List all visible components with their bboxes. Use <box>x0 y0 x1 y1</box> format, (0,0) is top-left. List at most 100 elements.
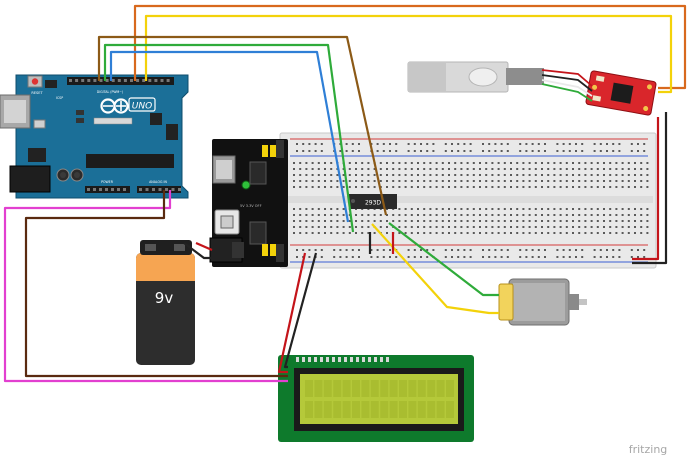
breadboard-hole <box>311 226 314 228</box>
breadboard-hole <box>448 186 450 188</box>
breadboard-hole <box>609 186 612 188</box>
breadboard-hole <box>441 168 444 170</box>
breadboard-hole <box>324 220 326 222</box>
breadboard-hole <box>469 143 472 145</box>
wire-blue <box>109 50 350 223</box>
breadboard-hole <box>404 226 407 228</box>
breadboard-hole <box>410 168 413 170</box>
header-pin <box>158 188 162 191</box>
breadboard-hole <box>454 186 457 188</box>
breadboard-hole <box>435 168 438 170</box>
header-pin <box>154 79 158 82</box>
breadboard-hole <box>460 180 463 182</box>
breadboard-hole <box>305 208 308 210</box>
breadboard-hole <box>299 232 302 234</box>
breadboard-hole <box>556 256 559 258</box>
breadboard-hole <box>541 180 543 182</box>
breadboard-hole <box>615 168 618 170</box>
breadboard-hole <box>373 232 376 234</box>
breadboard-hole <box>398 226 401 228</box>
breadboard-hole <box>578 162 581 164</box>
breadboard-hole <box>404 214 407 216</box>
breadboard-hole <box>472 180 475 182</box>
lcd-pin <box>326 357 329 362</box>
breadboard-hole <box>590 174 593 176</box>
header-pin <box>130 79 133 82</box>
breadboard-hole <box>485 232 488 234</box>
breadboard-hole <box>299 174 302 176</box>
breadboard-hole <box>293 232 295 234</box>
breadboard-hole <box>367 220 370 222</box>
breadboard-hole <box>510 168 512 170</box>
breadboard-hole <box>293 208 295 210</box>
breadboard-hole <box>503 162 506 164</box>
breadboard-hole <box>466 168 469 170</box>
breadboard-hole <box>615 232 618 234</box>
breadboard-hole <box>311 180 314 182</box>
breadboard-hole <box>534 220 537 222</box>
breadboard-hole <box>311 220 314 222</box>
breadboard-hole <box>444 249 447 251</box>
breadboard-hole <box>637 249 639 251</box>
header-pin <box>87 188 90 191</box>
wire-yellow-motor <box>371 223 499 315</box>
breadboard-hole <box>488 143 491 145</box>
breadboard-hole <box>516 232 519 234</box>
breadboard-hole <box>547 180 550 182</box>
breadboard-hole <box>572 180 574 182</box>
breadboard-hole <box>429 186 432 188</box>
breadboard-hole <box>441 232 444 234</box>
breadboard-hole <box>299 180 302 182</box>
breadboard-hole <box>534 214 537 216</box>
breadboard-hole <box>596 174 599 176</box>
breadboard-hole <box>519 249 522 251</box>
breadboard-hole <box>541 220 543 222</box>
breadboard-hole <box>302 143 305 145</box>
breadboard-hole <box>497 226 500 228</box>
breadboard-hole <box>317 208 320 210</box>
breadboard-hole <box>376 150 379 152</box>
breadboard-hole <box>603 168 605 170</box>
breadboard-hole <box>575 249 577 251</box>
breadboard-hole <box>590 232 593 234</box>
breadboard-hole <box>503 226 506 228</box>
breadboard-hole <box>358 249 360 251</box>
breadboard-hole <box>454 180 457 182</box>
breadboard-hole <box>488 150 491 152</box>
breadboard-hole <box>451 143 453 145</box>
breadboard-hole <box>578 168 581 170</box>
breadboard-hole <box>637 150 639 152</box>
lcd-char-cell <box>408 380 417 397</box>
breadboard-hole <box>386 232 388 234</box>
breadboard-hole <box>469 249 472 251</box>
breadboard-hole <box>454 220 457 222</box>
dc-motor <box>498 278 587 326</box>
breadboard-hole <box>541 232 543 234</box>
breadboard-hole <box>305 168 308 170</box>
breadboard-hole <box>609 226 612 228</box>
breadboard-hole <box>615 226 618 228</box>
breadboard-hole <box>460 226 463 228</box>
breadboard-hole <box>568 150 571 152</box>
breadboard-hole <box>646 186 649 188</box>
breadboard-hole <box>553 214 556 216</box>
breadboard-hole <box>528 214 531 216</box>
breadboard-hole <box>441 226 444 228</box>
breadboard-hole <box>386 226 388 228</box>
wire-green-loadcell <box>541 83 593 102</box>
breadboard-hole <box>494 150 497 152</box>
breadboard-hole <box>528 226 531 228</box>
breadboard-hole <box>441 214 444 216</box>
breadboard-hole <box>510 232 512 234</box>
breadboard-hole <box>630 150 633 152</box>
breadboard-hole <box>395 256 398 258</box>
breadboard-hole <box>618 143 621 145</box>
breadboard-hole <box>485 162 488 164</box>
breadboard-hole <box>572 162 574 164</box>
breadboard-hole <box>448 174 450 176</box>
breadboard-hole <box>448 162 450 164</box>
breadboard-hole <box>541 186 543 188</box>
breadboard-hole <box>355 162 357 164</box>
breadboard-hole <box>311 174 314 176</box>
header-pin <box>145 188 149 191</box>
